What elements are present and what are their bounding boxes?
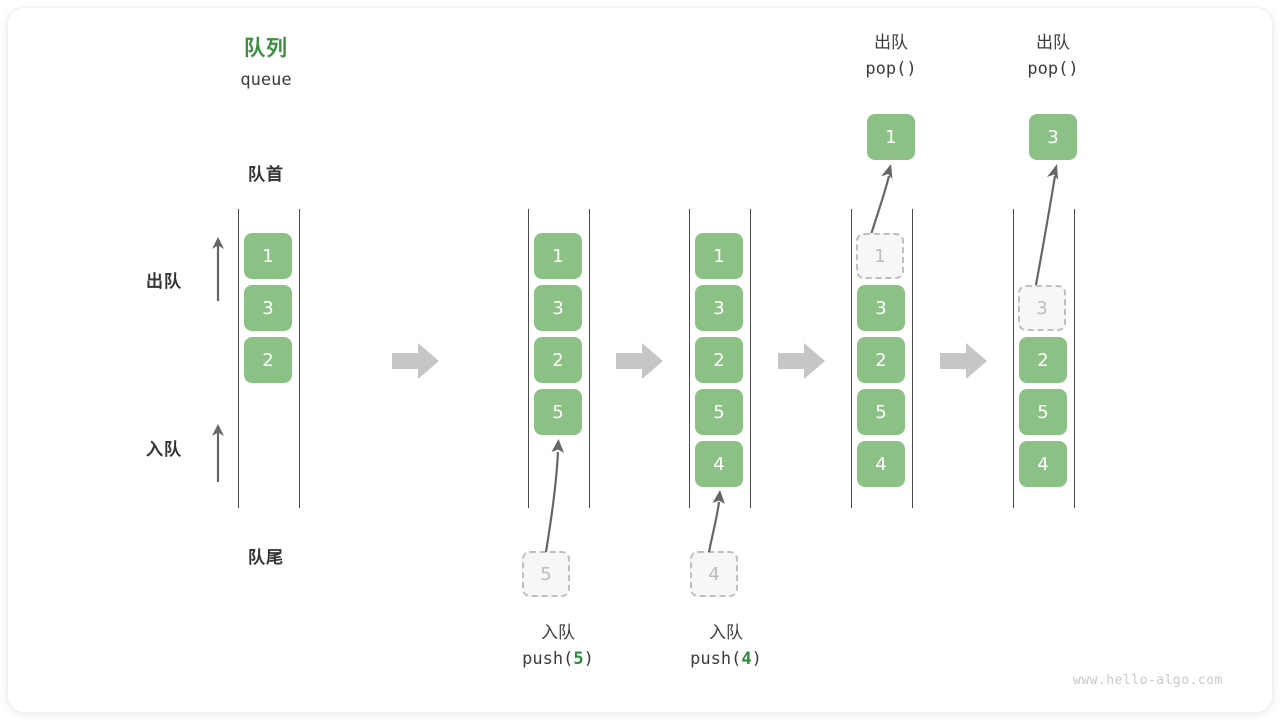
front-label: 队首 [248,165,284,185]
queue-node: 3 [857,285,905,331]
pop-caption-code: pop() [1027,59,1079,80]
queue-node: 5 [857,389,905,435]
push-arrow-icon [530,434,574,554]
pop-caption-cn: 出队 [1036,33,1070,53]
pop-caption-code: pop() [865,59,917,80]
page-title-cn: 队列 [244,36,288,60]
queue-node: 5 [695,389,743,435]
queue-rail-right [912,209,913,508]
pop-caption-cn: 出队 [874,33,908,53]
push-caption-code: push(4) [646,646,806,672]
queue-node: 4 [1019,441,1067,487]
queue-rail-right [750,209,751,508]
dequeue-side-label: 出队 [146,272,182,292]
queue-rail-right [299,209,300,508]
queue-node: 5 [534,389,582,435]
queue-node: 3 [534,285,582,331]
queue-node: 3 [244,285,292,331]
push-caption-cn: 入队 [709,623,743,643]
step-arrow-icon [616,342,664,380]
push-code-value: 4 [741,649,752,670]
queue-node: 1 [695,233,743,279]
queue-node: 3 [695,285,743,331]
back-label: 队尾 [248,548,284,568]
queue-node-ghost: 3 [1018,285,1066,331]
queue-node: 2 [1019,337,1067,383]
push-caption: 入队 push(5) [478,620,638,673]
queue-rail-left [238,209,239,508]
popped-node: 3 [1029,114,1077,160]
queue-node: 1 [534,233,582,279]
queue-rail-left [851,209,852,508]
queue-node: 2 [534,337,582,383]
queue-rail-left [528,209,529,508]
queue-rail-left [689,209,690,508]
queue-node-ghost: 1 [856,233,904,279]
queue-node: 2 [244,337,292,383]
enqueue-side-label: 入队 [146,440,182,460]
push-caption-code: push(5) [478,646,638,672]
pop-arrow-icon [1015,162,1063,292]
queue-node: 2 [695,337,743,383]
push-code-prefix: push( [522,649,574,670]
page-title-en: queue [240,70,292,90]
watermark: www.hello-algo.com [1073,673,1223,688]
queue-rail-right [589,209,590,508]
queue-rail-left [1013,209,1014,508]
step-arrow-icon [778,342,826,380]
incoming-node-ghost: 4 [690,551,738,597]
push-code-prefix: push( [690,649,742,670]
queue-node: 5 [1019,389,1067,435]
queue-rail-right [1074,209,1075,508]
push-caption: 入队 push(4) [646,620,806,673]
push-code-value: 5 [573,649,584,670]
pop-arrow-icon [858,162,898,240]
step-arrow-icon [392,342,440,380]
queue-node: 4 [857,441,905,487]
push-code-suffix: ) [583,649,594,670]
up-arrow-icon [208,235,228,303]
pop-caption: 出队 pop() [806,30,976,83]
step-arrow-icon [940,342,988,380]
up-arrow-icon [208,422,228,484]
queue-node: 1 [244,233,292,279]
push-caption-cn: 入队 [541,623,575,643]
incoming-node-ghost: 5 [522,551,570,597]
push-code-suffix: ) [751,649,762,670]
pop-caption: 出队 pop() [968,30,1138,83]
popped-node: 1 [867,114,915,160]
queue-node: 2 [857,337,905,383]
push-arrow-icon [698,486,734,554]
queue-node: 4 [695,441,743,487]
